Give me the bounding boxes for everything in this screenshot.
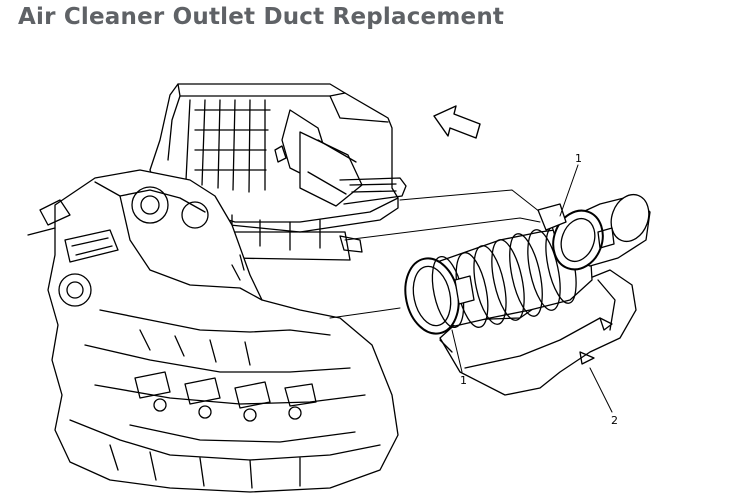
exploded-diagram: 1 1 2: [27, 83, 651, 493]
air-cleaner-outlet-duct: [404, 193, 651, 396]
engine-block: [27, 169, 399, 493]
callout-duct-clamp-upper: 1: [575, 152, 582, 165]
callout-leaders: [451, 164, 613, 413]
front-arrow-icon: [433, 105, 481, 139]
air-cleaner-housing: [149, 83, 407, 261]
callout-outlet-duct: 2: [611, 414, 618, 427]
page-title: Air Cleaner Outlet Duct Replacement: [18, 4, 505, 30]
leader-lines: [329, 189, 541, 319]
callout-duct-clamp-lower: 1: [460, 374, 467, 387]
